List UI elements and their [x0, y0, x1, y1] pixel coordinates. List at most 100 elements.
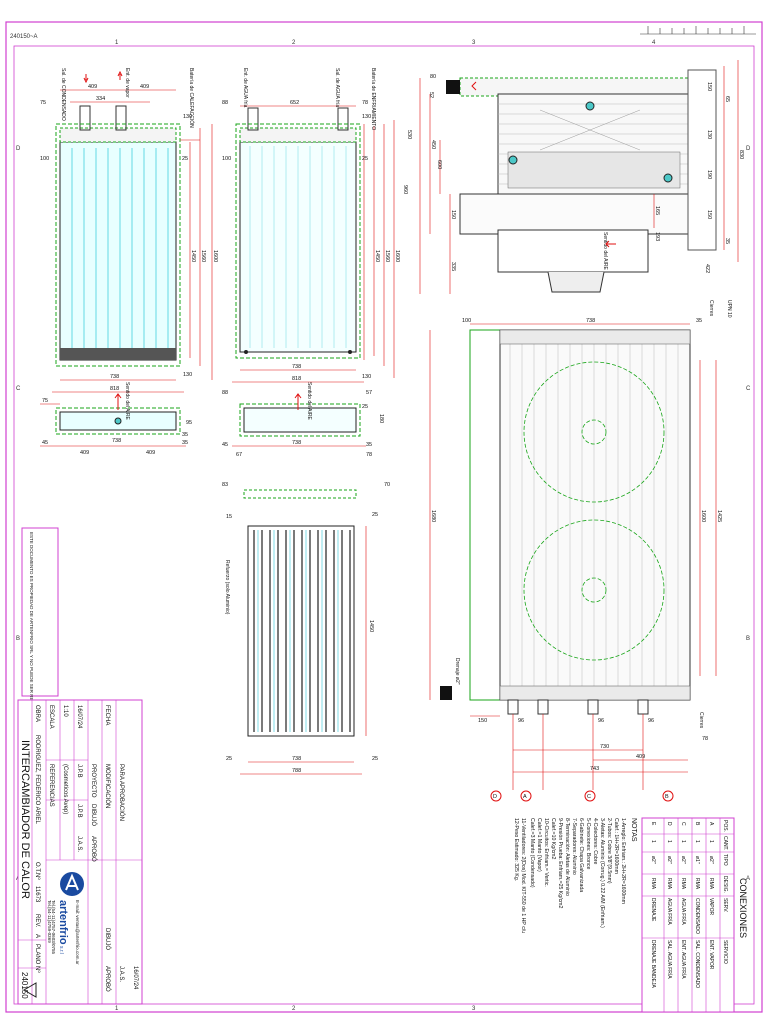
svg-text:Cierres: Cierres: [708, 300, 714, 317]
svg-text:409: 409: [636, 754, 645, 760]
svg-text:83: 83: [222, 482, 228, 488]
svg-text:D: D: [666, 822, 672, 826]
svg-text:409: 409: [140, 84, 149, 90]
company-logo: artenfrio s.r.l Tel.(54-11)4757-0603/075…: [47, 872, 84, 965]
warning-triangle-icon: [23, 982, 37, 998]
svg-text:45: 45: [42, 440, 48, 446]
svg-text:5-Conexiones: Bronce: 5-Conexiones: Bronce: [585, 818, 591, 869]
svg-text:35: 35: [182, 432, 188, 438]
svg-text:334: 334: [96, 96, 105, 102]
scale-ruler: [640, 26, 756, 35]
sheet-outer-border: [5, 21, 763, 1013]
svg-text:CANT.: CANT.: [722, 836, 728, 850]
svg-text:ø2": ø2": [680, 856, 686, 864]
svg-text:APROBÓ: APROBÓ: [90, 836, 97, 862]
svg-text:1560: 1560: [384, 250, 390, 262]
svg-text:75: 75: [42, 398, 48, 404]
bottom-view-heating: 75 45 35 409 738 409 95 35 Sentido del A…: [40, 382, 192, 456]
svg-text:UPN 10: UPN 10: [726, 300, 732, 318]
svg-text:ø2": ø2": [650, 856, 656, 864]
svg-text:POS.: POS.: [722, 820, 728, 832]
svg-text:B: B: [16, 636, 20, 642]
svg-text:70: 70: [384, 482, 390, 488]
svg-text:C: C: [746, 386, 751, 392]
svg-text:Sal. de AGUA fría: Sal. de AGUA fría: [334, 68, 340, 107]
svg-text:409: 409: [80, 450, 89, 456]
svg-text:25: 25: [226, 756, 232, 762]
svg-text:A: A: [746, 876, 750, 882]
svg-text:ø2": ø2": [666, 856, 672, 864]
svg-text:B: B: [665, 794, 669, 800]
svg-text:150: 150: [706, 210, 712, 219]
svg-text:C: C: [16, 386, 21, 392]
svg-text:190: 190: [706, 170, 712, 179]
svg-text:15: 15: [226, 514, 232, 520]
svg-text:67: 67: [236, 452, 242, 458]
bottom-view-cooling: 88 57 45 67 738 35 78 180 25 Sentido del…: [222, 382, 384, 458]
svg-text:743: 743: [590, 766, 599, 772]
svg-text:1600: 1600: [212, 250, 218, 262]
svg-text:A: A: [34, 934, 40, 938]
svg-text:INTERCAMBIADOR DE CALOR: INTERCAMBIADOR DE CALOR: [19, 740, 31, 899]
svg-text:788: 788: [292, 768, 301, 774]
svg-text:RMA: RMA: [708, 878, 714, 890]
svg-text:CONDENSADO: CONDENSADO: [694, 898, 700, 934]
front-view-heating-coil: 409 334 409 75 130 100 25 1450 1560 1600…: [40, 68, 218, 393]
svg-text:REV.: REV.: [34, 914, 40, 928]
svg-text:ø2": ø2": [708, 856, 714, 864]
svg-text:O.T.Nº: O.T.Nº: [34, 862, 41, 880]
svg-text:1: 1: [694, 840, 700, 843]
zone-numbers-bottom: 1 2 3 4: [115, 1006, 656, 1012]
svg-text:25: 25: [362, 404, 368, 410]
svg-text:1680: 1680: [430, 510, 436, 522]
svg-text:818: 818: [292, 376, 301, 382]
svg-text:6-Gabinete: Chapa Galvanizada: 6-Gabinete: Chapa Galvanizada: [578, 818, 584, 892]
svg-text:1600: 1600: [700, 510, 706, 522]
svg-text:ESCALA: ESCALA: [48, 705, 54, 729]
svg-text:530: 530: [406, 130, 412, 139]
svg-text:88: 88: [222, 390, 228, 396]
svg-text:A: A: [708, 822, 714, 826]
svg-text:2-Tubos: Cobre 3/8"(9.5mm): 2-Tubos: Cobre 3/8"(9.5mm): [606, 818, 612, 884]
svg-text:11673: 11673: [34, 886, 40, 903]
svg-text:9-Presión Prueba: Enfriam.=25: 9-Presión Prueba: Enfriam.=25 Kg/cm2: [557, 818, 563, 909]
svg-text:960: 960: [402, 185, 408, 194]
svg-text:1: 1: [115, 1006, 119, 1012]
svg-text:Sentido del AIRE: Sentido del AIRE: [124, 382, 130, 420]
svg-text:130: 130: [362, 374, 371, 380]
svg-text:25: 25: [182, 156, 188, 162]
svg-text:130: 130: [706, 130, 712, 139]
svg-text:1600: 1600: [394, 250, 400, 262]
coil-detail-view: 83 15 70 25 1450 25 738 25 788 Refuerzo …: [222, 482, 390, 775]
svg-text:1-Arreglo: Enfriam.: 2H+2R=1: 1-Arreglo: Enfriam.: 2H+2R=1600mm: [620, 818, 626, 904]
svg-text:Sentido del AIRE: Sentido del AIRE: [306, 382, 312, 420]
svg-text:8-Terminación: Aletas de Alumi: 8-Terminación: Aletas de Aluminio: [564, 818, 570, 896]
svg-text:REFERENCIAS: REFERENCIAS: [48, 764, 54, 807]
corner-code: 240150~A: [10, 34, 38, 40]
svg-text:Batería de CALEFACCIÓN: Batería de CALEFACCIÓN: [188, 68, 195, 128]
svg-text:130: 130: [362, 114, 371, 120]
svg-text:AGUA FRÍA: AGUA FRÍA: [666, 898, 673, 925]
svg-text:10-Circuitos: Enfriam.= Verti: 10-Circuitos: Enfriam.= Vertic.: [543, 818, 549, 887]
svg-text:7-Separadores: Aluminio: 7-Separadores: Aluminio: [571, 818, 577, 875]
svg-text:738: 738: [292, 364, 301, 370]
svg-text:SERV.: SERV.: [722, 898, 728, 912]
svg-text:88: 88: [222, 100, 228, 106]
svg-text:150: 150: [450, 210, 456, 219]
svg-text:12-Peso Estimado: 325 Kg.: 12-Peso Estimado: 325 Kg.: [513, 818, 519, 881]
svg-text:Calef.: 1H+2R=1600mm: Calef.: 1H+2R=1600mm: [613, 818, 619, 874]
svg-text:1450: 1450: [368, 620, 374, 632]
svg-text:450: 450: [430, 140, 436, 149]
svg-text:35: 35: [724, 238, 730, 244]
svg-text:J.A.S.: J.A.S.: [76, 836, 82, 852]
svg-text:Ent. de AGUA fría: Ent. de AGUA fría: [242, 68, 248, 108]
svg-text:78: 78: [702, 736, 708, 742]
svg-text:130: 130: [183, 114, 192, 120]
svg-text:240150: 240150: [20, 972, 29, 999]
svg-text:1560: 1560: [200, 250, 206, 262]
svg-text:600: 600: [436, 160, 442, 169]
svg-text:Cierres: Cierres: [698, 712, 704, 729]
svg-text:730: 730: [600, 744, 609, 750]
svg-text:ø1": ø1": [694, 856, 700, 864]
svg-text:3: 3: [472, 40, 476, 46]
